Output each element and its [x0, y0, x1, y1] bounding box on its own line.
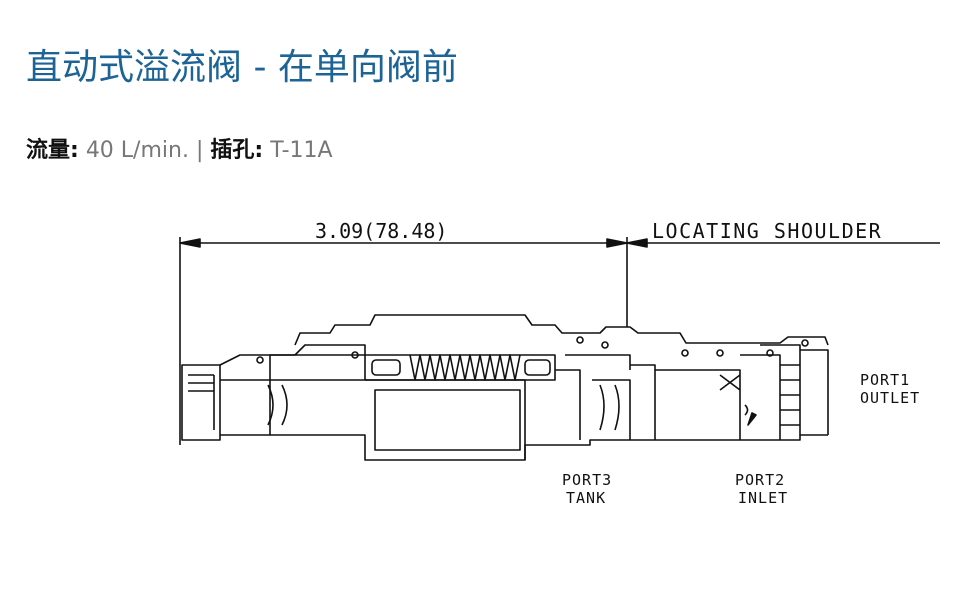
- barrel: [374, 389, 521, 451]
- spring-guide-left: [371, 359, 401, 376]
- cavity-label: 插孔:: [210, 138, 264, 163]
- cartridge-body-top: [294, 314, 829, 346]
- port1-label: PORT1: [860, 371, 910, 389]
- port3-desc: TANK: [566, 489, 606, 507]
- valve-drawing: 3.09(78.48) LOCATING SHOULDER PORT1 OUTL…: [179, 219, 940, 507]
- dimension-arrow-right: [606, 238, 628, 248]
- shoulder-label: LOCATING SHOULDER: [652, 219, 882, 243]
- page-title: 直动式溢流阀 - 在单向阀前: [26, 47, 458, 88]
- dimension-arrow-left: [179, 238, 201, 248]
- spec-separator: |: [195, 138, 204, 163]
- flow-value: 40 L/min.: [85, 138, 189, 163]
- stem: [220, 379, 271, 436]
- port2-desc: INLET: [738, 489, 788, 507]
- spec-line: 流量: 40 L/min. | 插孔: T-11A: [26, 132, 333, 164]
- spring: [409, 354, 521, 381]
- port1-desc: OUTLET: [860, 389, 920, 407]
- cavity-value: T-11A: [270, 138, 333, 163]
- valve-cartridge-diagram: 3.09(78.48) LOCATING SHOULDER PORT1 OUTL…: [160, 205, 960, 515]
- check-body: [655, 369, 741, 440]
- port2-label: PORT2: [735, 471, 785, 489]
- shoulder-arrow: [626, 238, 648, 248]
- spring-guide-right: [524, 359, 551, 376]
- flow-label: 流量:: [26, 138, 79, 163]
- dimension-label: 3.09(78.48): [315, 219, 447, 243]
- port3-label: PORT3: [562, 471, 612, 489]
- adjusting-screw: [181, 364, 221, 441]
- poppet: [555, 369, 581, 440]
- cartridge-body-bottom: [270, 434, 828, 461]
